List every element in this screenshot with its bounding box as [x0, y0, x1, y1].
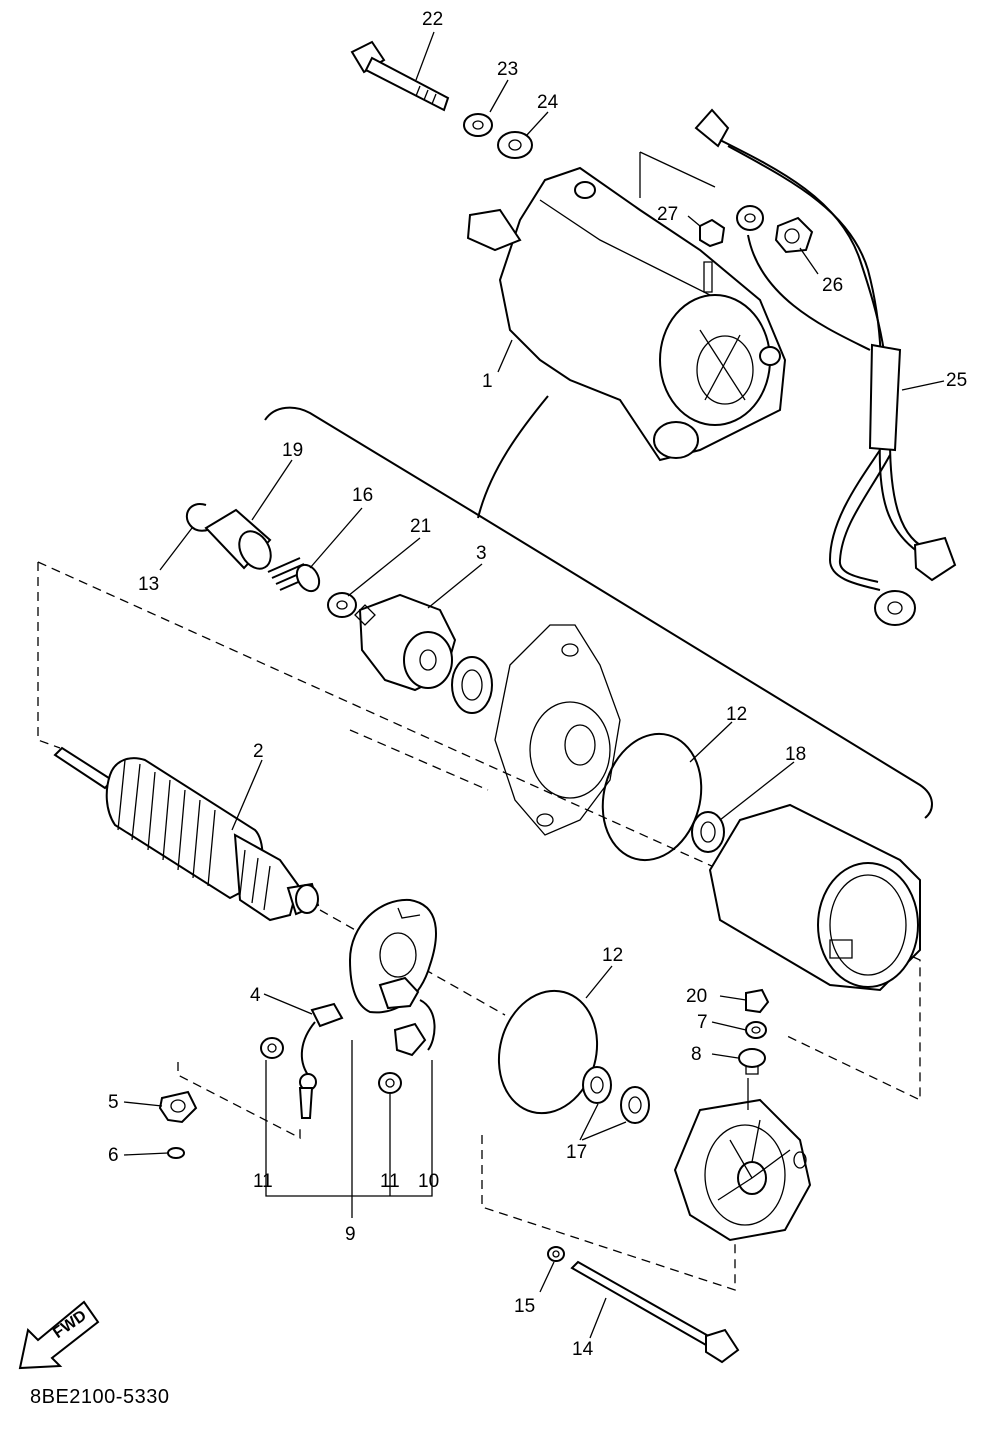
washer-24-drawing [497, 131, 533, 159]
callout-19: 19 [282, 440, 304, 461]
bolt-22-drawing [350, 40, 450, 112]
rear-cover-drawing [673, 1078, 812, 1242]
fwd-arrow-icon [18, 1300, 100, 1370]
callout-10: 10 [418, 1171, 440, 1192]
starter-motor-assembly-drawing [466, 151, 787, 462]
washer-15-drawing [547, 1246, 565, 1262]
grommet-5-drawing [158, 1090, 198, 1124]
callout-24: 24 [537, 92, 559, 113]
diagram-code: 8BE2100-5330 [30, 1386, 170, 1408]
spring-16-drawing [267, 557, 321, 593]
callout-18: 18 [785, 744, 807, 765]
brush-4-drawing [298, 1002, 344, 1119]
washers-17-drawing [582, 1066, 650, 1124]
brush-holder-10-drawing [378, 976, 436, 1057]
dashed-leader-lines [37, 561, 921, 1291]
callout-22: 22 [422, 9, 444, 30]
callout-9: 9 [345, 1224, 356, 1245]
callout-25: 25 [946, 370, 968, 391]
callout-11-left: 11 [253, 1171, 273, 1192]
callout-5: 5 [108, 1092, 119, 1113]
washer-21-drawing [327, 592, 357, 618]
callout-15: 15 [514, 1296, 536, 1317]
callout-20: 20 [686, 986, 708, 1007]
o-ring-12-bottom-drawing [497, 989, 599, 1115]
callout-27: 27 [657, 204, 679, 225]
nut-20-drawing [745, 988, 770, 1014]
callout-12-lower: 12 [602, 945, 624, 966]
callout-8: 8 [691, 1044, 702, 1065]
washer-7-drawing [745, 1021, 767, 1039]
spring-clip-11-right-drawing [378, 1072, 402, 1094]
callout-17: 17 [566, 1142, 588, 1163]
lock-washer-23-drawing [463, 113, 493, 137]
armature-2-drawing [53, 746, 320, 922]
callout-4: 4 [250, 985, 261, 1006]
callout-12-upper: 12 [726, 704, 748, 725]
insulator-8-drawing [738, 1048, 766, 1075]
cap-26-drawing [774, 216, 814, 254]
callout-6: 6 [108, 1145, 119, 1166]
exploded-view-brace [264, 395, 933, 819]
drive-gear-3-drawing [354, 593, 457, 692]
starter-cable-25-drawing [694, 108, 957, 626]
callout-13: 13 [138, 574, 160, 595]
callout-16: 16 [352, 485, 374, 506]
callout-3: 3 [476, 543, 487, 564]
callout-23: 23 [497, 59, 519, 80]
spring-clip-11-left-drawing [260, 1037, 284, 1059]
yoke-drawing [708, 803, 921, 992]
callout-leader-lines [123, 31, 945, 1339]
callout-21: 21 [410, 516, 432, 537]
callout-2: 2 [253, 741, 264, 762]
callout-7: 7 [697, 1012, 708, 1033]
callout-14: 14 [572, 1339, 594, 1360]
washer-front-drawing [451, 656, 493, 714]
through-bolt-14-drawing [570, 1260, 740, 1364]
callout-11-right: 11 [380, 1171, 400, 1192]
washer-18-drawing [691, 811, 725, 853]
o-ring-12-top-drawing [601, 732, 703, 862]
collar-19-drawing [204, 508, 272, 570]
nut-27-drawing [699, 218, 726, 248]
callout-1: 1 [482, 371, 493, 392]
callout-26: 26 [822, 275, 844, 296]
brush-plate-9-drawing [348, 898, 437, 1014]
front-housing-drawing [494, 624, 621, 836]
o-ring-6-drawing [167, 1147, 185, 1159]
